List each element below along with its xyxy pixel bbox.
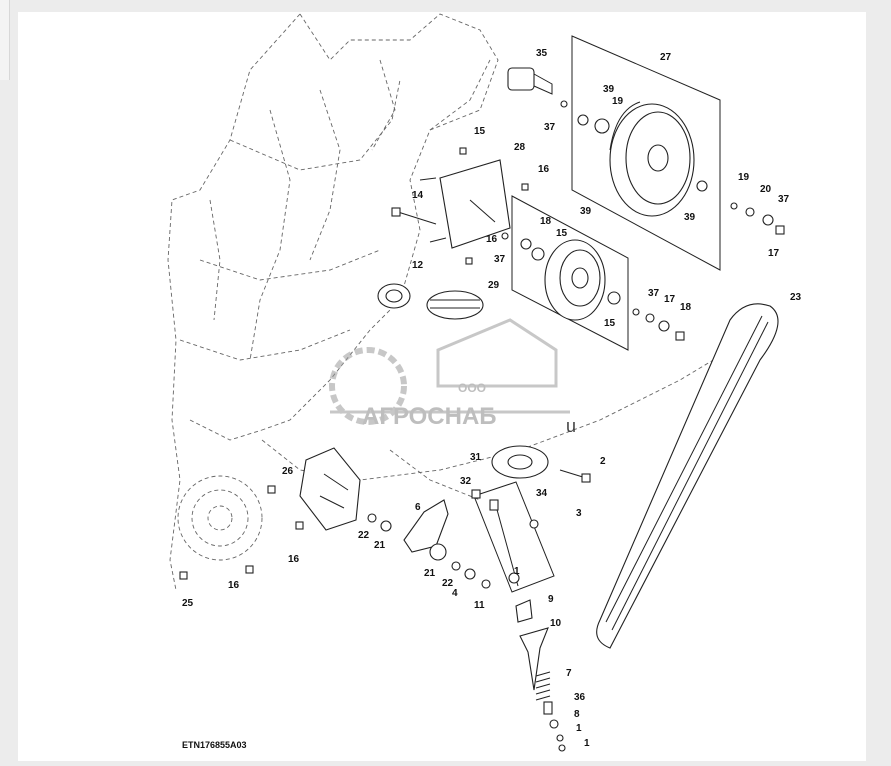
callout-16: 16	[486, 234, 498, 245]
belt-23	[596, 303, 779, 649]
callout-27: 27	[660, 52, 672, 63]
callout-39: 39	[684, 212, 696, 223]
callout-37: 37	[544, 122, 556, 133]
watermark-sub: ООО	[458, 381, 486, 395]
callout-1: 1	[514, 566, 520, 577]
pulley-29	[426, 290, 484, 320]
upper-panel-27	[571, 35, 721, 271]
lower-panel-20	[511, 195, 629, 351]
callout-28: 28	[514, 142, 526, 153]
callout-39: 39	[603, 84, 615, 95]
figure-reference-code: ETN176855A03	[182, 740, 247, 750]
callout-37: 37	[494, 254, 506, 265]
callout-16: 16	[288, 554, 300, 565]
callout-2: 2	[600, 456, 606, 467]
spring-stack	[515, 599, 566, 752]
callout-15: 15	[556, 228, 568, 239]
callout-14: 14	[412, 190, 424, 201]
pulley-20	[544, 239, 606, 321]
callout-19: 19	[738, 172, 750, 183]
callout-1: 1	[576, 723, 582, 734]
callout-22: 22	[358, 530, 370, 541]
callout-21: 21	[424, 568, 436, 579]
callout-17: 17	[664, 294, 676, 305]
callout-11: 11	[474, 600, 485, 611]
callout-37: 37	[648, 288, 660, 299]
pulley-27	[609, 101, 695, 217]
callout-17: 17	[768, 248, 780, 259]
bracket-28	[419, 159, 511, 249]
callout-34: 34	[536, 488, 548, 499]
arm-6	[403, 499, 449, 561]
callout-31: 31	[470, 452, 482, 463]
callout-10: 10	[550, 618, 562, 629]
callout-4: 4	[452, 588, 458, 599]
callout-26: 26	[282, 466, 294, 477]
bracket-26	[299, 447, 361, 531]
idler-pulley	[491, 445, 591, 483]
callout-22: 22	[442, 578, 454, 589]
callout-21: 21	[374, 540, 386, 551]
callout-9: 9	[548, 594, 554, 605]
viewer-left-edge	[0, 0, 10, 80]
callout-25: 25	[182, 598, 194, 609]
callout-1: 1	[584, 738, 590, 749]
callout-35: 35	[536, 48, 548, 59]
callout-15: 15	[474, 126, 486, 137]
watermark-tail: u	[566, 416, 576, 436]
callout-37: 37	[778, 194, 790, 205]
callout-29: 29	[488, 280, 500, 291]
callout-32: 32	[460, 476, 472, 487]
callout-15: 15	[604, 318, 616, 329]
callout-18: 18	[680, 302, 692, 313]
watermark-text: АГРОСНАБ	[362, 403, 497, 430]
callout-12: 12	[412, 260, 424, 271]
callout-3: 3	[576, 508, 582, 519]
parts-diagram: ООО АГРОСНАБ u ETN176855A03 352739193715…	[167, 13, 802, 752]
callout-36: 36	[574, 692, 586, 703]
callout-8: 8	[574, 709, 580, 720]
machine-frame-outline	[167, 13, 731, 591]
shaft-35	[507, 67, 553, 95]
watermark-logo: ООО АГРОСНАБ	[329, 318, 570, 430]
callout-20: 20	[760, 184, 772, 195]
callout-23: 23	[790, 292, 802, 303]
seal-12	[377, 283, 411, 309]
bolt-14	[391, 207, 437, 225]
callout-16: 16	[228, 580, 240, 591]
hardware	[179, 100, 785, 589]
callout-39: 39	[580, 206, 592, 217]
callout-16: 16	[538, 164, 550, 175]
callout-7: 7	[566, 668, 572, 679]
callout-19: 19	[612, 96, 624, 107]
callout-6: 6	[415, 502, 421, 513]
callout-18: 18	[540, 216, 552, 227]
